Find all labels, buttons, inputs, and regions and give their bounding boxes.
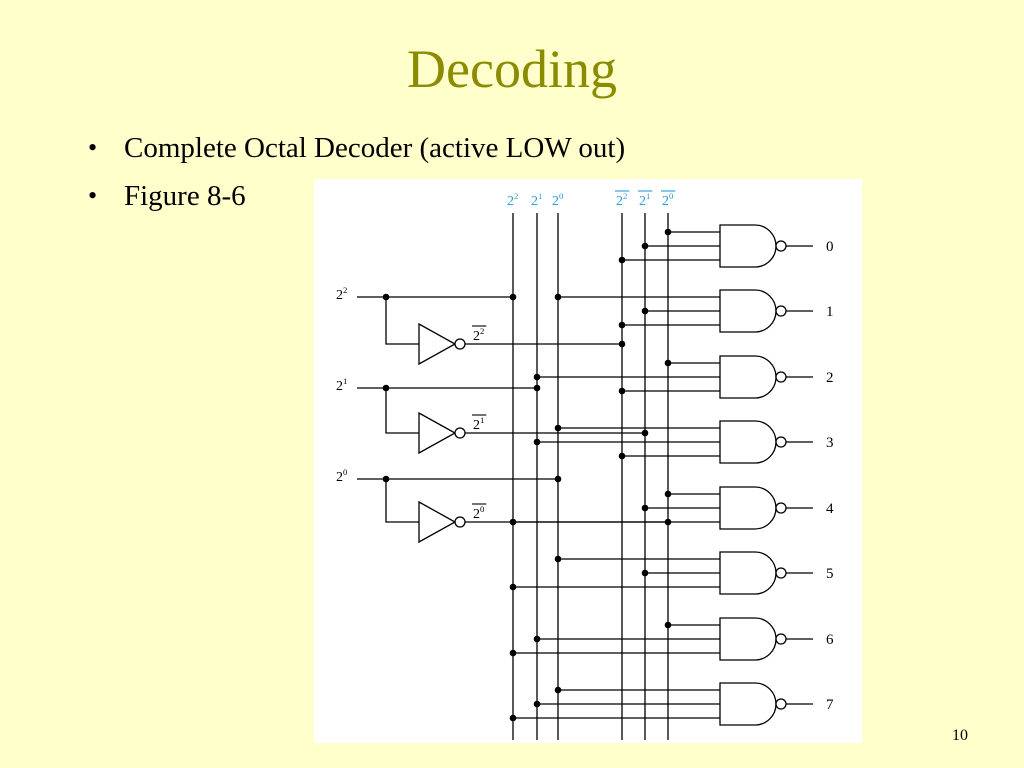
junction-dot	[509, 714, 517, 722]
output-label: 6	[826, 632, 834, 648]
nand-bubble	[775, 305, 787, 317]
output-label: 5	[826, 566, 834, 582]
inverter-input-wire	[385, 297, 419, 345]
bullet-dot: •	[88, 181, 98, 210]
nand-gate	[719, 224, 777, 268]
inverter-bubble	[454, 516, 466, 528]
nand-bubble	[775, 567, 787, 579]
inverter-gate	[418, 500, 457, 544]
nand-bubble	[775, 633, 787, 645]
nand-gate	[719, 617, 777, 661]
junction-dot	[509, 649, 517, 657]
bullet-list: • Complete Octal Decoder (active LOW out)…	[88, 128, 625, 224]
output-label: 2	[826, 370, 834, 386]
nand-gate	[719, 289, 777, 333]
junction-dot	[641, 504, 649, 512]
page-number: 10	[952, 727, 968, 744]
inverter-label: 22	[473, 326, 484, 344]
inverter-bubble	[454, 427, 466, 439]
junction-dot	[664, 359, 672, 367]
junction-dot	[554, 293, 562, 301]
decoder-figure: 22 21 20 22 21 20 22 22 21 21 20 20 0 1 2 3 4 5 6 7	[314, 179, 862, 743]
nand-bubble	[775, 698, 787, 710]
junction-dot	[618, 452, 626, 460]
inverter-gate	[418, 411, 457, 455]
output-label: 3	[826, 435, 834, 451]
junction-dot	[618, 340, 626, 348]
inverter-input-wire	[385, 479, 419, 523]
nand-bubble	[775, 502, 787, 514]
junction-dot	[664, 621, 672, 629]
nand-gate	[719, 420, 777, 464]
nand-gate	[719, 551, 777, 595]
slide-title: Decoding	[407, 39, 617, 99]
bus-label: 20	[552, 191, 563, 209]
junction-dot	[641, 569, 649, 577]
junction-dot	[554, 686, 562, 694]
junction-dot	[641, 242, 649, 250]
junction-dot	[554, 424, 562, 432]
bullet-item: • Complete Octal Decoder (active LOW out)	[88, 128, 625, 176]
output-label: 7	[826, 697, 834, 713]
bus-label: 21	[639, 191, 650, 209]
inverter-label: 20	[473, 504, 484, 522]
junction-dot	[641, 307, 649, 315]
nand-gate	[719, 355, 777, 399]
junction-dot	[554, 555, 562, 563]
junction-dot	[618, 387, 626, 395]
input-label: 22	[336, 285, 347, 303]
junction-dot	[509, 518, 517, 526]
output-label: 0	[826, 239, 834, 255]
inverter-label: 21	[473, 415, 484, 433]
bullet-item: • Figure 8-6	[88, 176, 625, 224]
output-label: 4	[826, 501, 834, 517]
junction-dot	[509, 583, 517, 591]
bullet-text: Complete Octal Decoder (active LOW out)	[124, 132, 626, 164]
inverter-bubble	[454, 338, 466, 350]
bus-label: 20	[662, 191, 673, 209]
bullet-dot: •	[88, 133, 98, 162]
nand-bubble	[775, 240, 787, 252]
junction-dot	[533, 700, 541, 708]
inverter-gate	[418, 322, 457, 366]
bullet-text: Figure 8-6	[124, 180, 246, 212]
junction-dot	[533, 635, 541, 643]
junction-dot	[554, 475, 562, 483]
bus-label: 22	[616, 191, 627, 209]
junction-dot	[533, 373, 541, 381]
junction-dot	[533, 438, 541, 446]
nand-gate	[719, 486, 777, 530]
nand-bubble	[775, 371, 787, 383]
bus-label: 22	[507, 191, 518, 209]
junction-dot	[618, 256, 626, 264]
nand-bubble	[775, 436, 787, 448]
junction-dot	[664, 228, 672, 236]
junction-dot	[664, 490, 672, 498]
decoder-circuit-diagram: 22 21 20 22 21 20 22 22 21 21 20 20 0 1 2 3 4 5 6 7	[336, 190, 834, 740]
junction-dot	[533, 384, 541, 392]
junction-dot	[509, 293, 517, 301]
junction-dot	[641, 429, 649, 437]
output-label: 1	[826, 304, 834, 320]
input-label: 21	[336, 376, 347, 394]
input-label: 20	[336, 467, 347, 485]
nand-gate	[719, 682, 777, 726]
junction-dot	[618, 321, 626, 329]
bus-label: 21	[531, 191, 542, 209]
inverter-input-wire	[385, 388, 419, 434]
